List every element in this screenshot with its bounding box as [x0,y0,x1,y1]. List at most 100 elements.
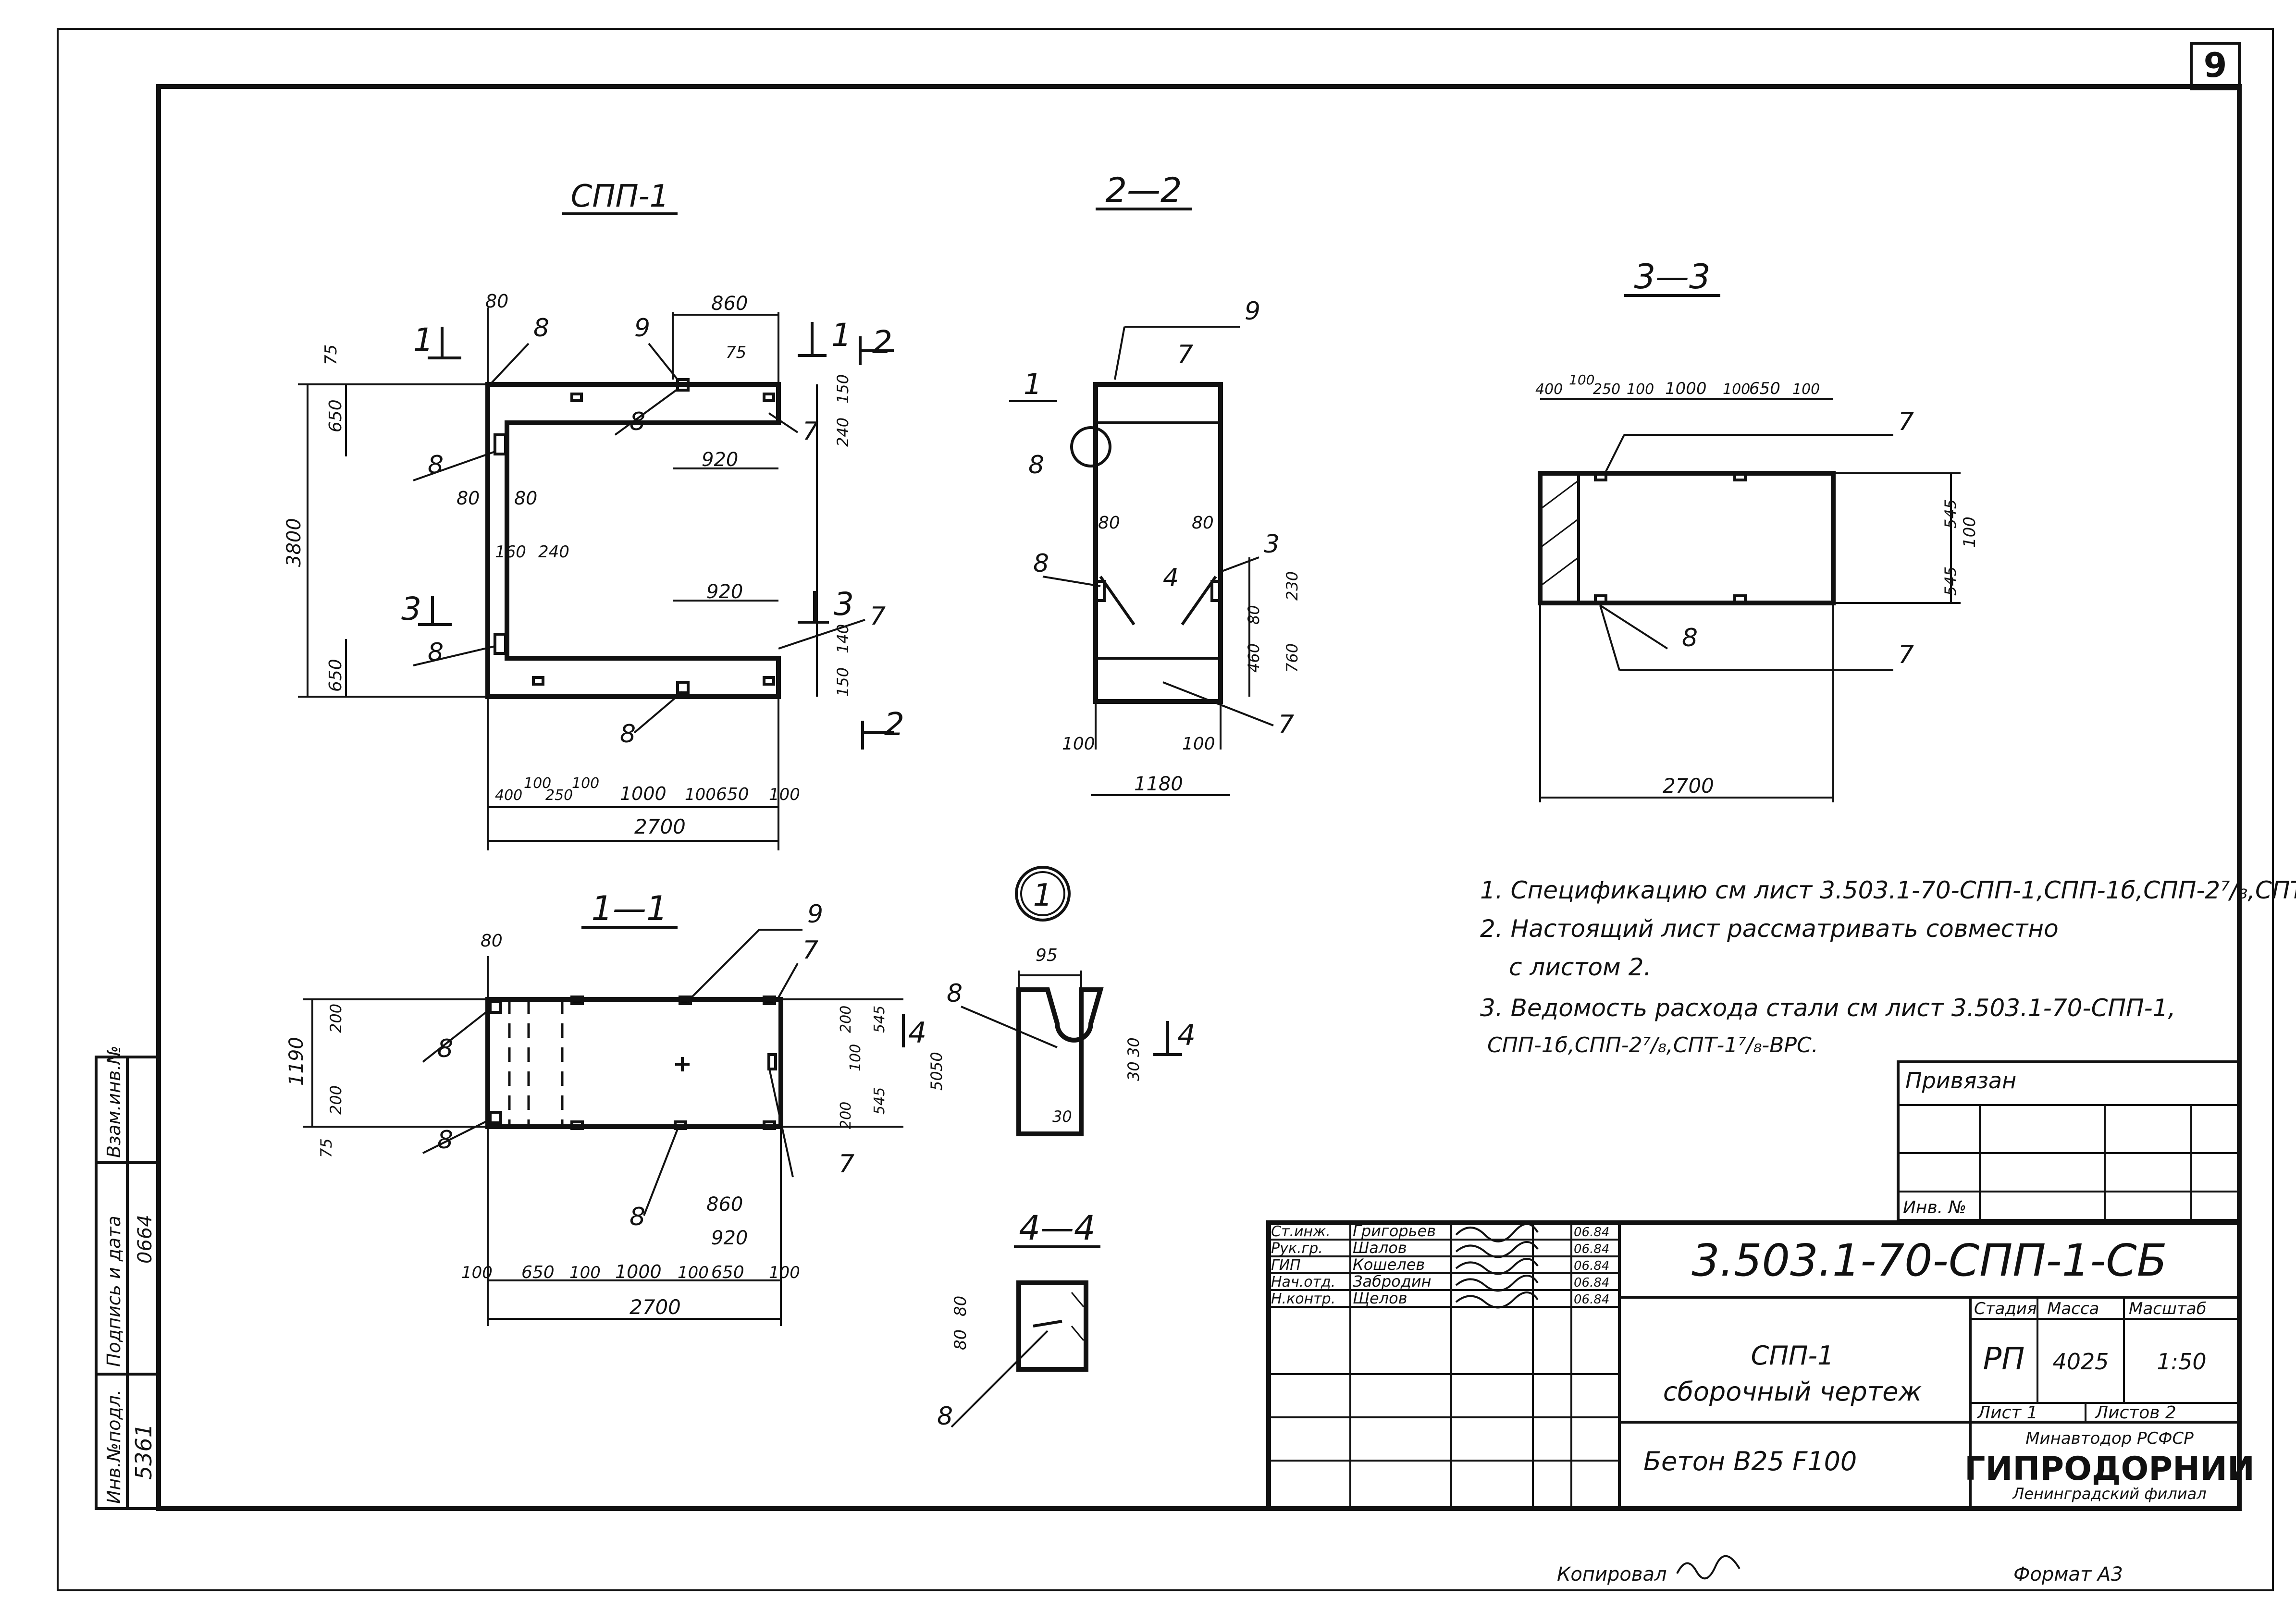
sec11-dim-b100c: 100 [678,1263,709,1282]
sec11-dim-545a: 545 [871,1006,888,1033]
sec22-dim-1180: 1180 [1134,773,1183,795]
spp1-dim-left-650: 650 [326,399,346,432]
privyazan-box: Привязан Инв. № [1897,1060,2241,1222]
spp1-dim-left-75: 75 [321,344,341,365]
spp1-dim-920b: 920 [706,581,743,603]
sec11-dim-860: 860 [706,1193,743,1216]
document-name-2: сборочный чертеж [1663,1377,1922,1407]
spp1-dim-left-650b: 650 [326,659,346,692]
sec33-title: 3—3 [1634,257,1710,296]
view-section-3-3: 3—3 400 100 250 100 1000 100 650 100 7 5… [1535,257,1979,802]
sec22-dim-80a: 80 [1098,513,1120,533]
sec11-dim-b100a: 100 [461,1263,493,1282]
sheet-number-box [2190,42,2241,90]
scale-label: Масштаб [2129,1299,2207,1318]
footer-format: Формат А3 [2013,1563,2123,1586]
privyazan-label: Привязан [1905,1068,2016,1094]
sec44-dim-80a: 80 [951,1296,970,1316]
staff-date-4: 06.84 [1574,1292,1609,1307]
sec22-callout-8b: 8 [1033,549,1049,578]
document-code: 3.503.1-70-СПП-1-СБ [1691,1235,2167,1286]
staff-role-0: Ст.инж. [1271,1223,1331,1240]
note-2b: с листом 2. [1509,953,1651,981]
sec33-dim-100c: 100 [1723,381,1750,398]
org-ministry: Минавтодор РСФСР [2025,1429,2194,1448]
spp1-section-2-bottom: 2 [884,706,904,743]
staff-role-4: Н.контр. [1271,1291,1335,1307]
material: Бетон В25 F100 [1643,1446,1857,1476]
staff-name-2: Кошелев [1353,1255,1425,1274]
sec22-dim-760: 760 [1283,643,1301,673]
view-spp1: СПП-1 80 860 75 75 650 [283,179,904,850]
stage-value: РП [1983,1341,2025,1377]
sheets-label: Листов 2 [2094,1403,2176,1423]
sec11-dim-75: 75 [317,1138,335,1158]
stamp-label-inv: Инв.№подл. [103,1389,124,1504]
spp1-dim-80a: 80 [457,488,480,509]
sec22-dim-80c: 80 [1245,605,1263,625]
footer-copied: Копировал [1557,1563,1667,1586]
spp1-dim-top-860: 860 [711,293,748,315]
spp1-callout-9: 9 [634,314,650,343]
node1-dim-30b: 30 [1124,1037,1143,1057]
org-name: ГИПРОДОРНИИ [1964,1450,2255,1488]
staff-date-1: 06.84 [1574,1242,1609,1256]
sec44-dim-80b: 80 [951,1329,970,1350]
spp1-dim-bottom-100c: 100 [685,785,716,804]
staff-date-3: 06.84 [1574,1276,1609,1290]
spp1-callout-8e: 8 [620,720,636,749]
staff-name-3: Забродин [1353,1272,1432,1291]
sec33-dim-650: 650 [1749,379,1780,398]
title-block: Ст.инж. Григорьев 06.84 Рук.гр. Шалов 06… [1266,1220,2255,1511]
staff-date-2: 06.84 [1574,1259,1609,1273]
spp1-dim-bottom-400: 400 [495,787,522,804]
sec22-dim-230: 230 [1283,571,1301,601]
spp1-section-2-top: 2 [872,324,892,361]
sec22-callout-7b: 7 [1278,710,1294,739]
sec22-callout-7: 7 [1177,340,1193,369]
sec11-dim-920: 920 [711,1227,748,1249]
view-section-2-2: 2—2 9 7 1 8 80 80 3 8 4 230 460 80 760 7… [1009,171,1301,796]
staff-role-2: ГИП [1271,1257,1301,1274]
stamp-value-inv: 5361 [131,1424,157,1480]
sec33-dim-1000: 1000 [1665,379,1707,398]
sec44-title: 4—4 [1019,1208,1095,1248]
spp1-dim-bottom-250: 250 [545,787,573,804]
spp1-dim-bottom-100a: 100 [524,775,551,792]
view-section-1-1: 1—1 80 1190 200 200 75 200 545 100 [285,889,926,1326]
inner-frame [156,84,2242,1511]
sec22-dim-100b: 100 [1182,734,1215,754]
stage-label: Стадия [1974,1299,2037,1318]
spp1-section-3-left: 3 [401,590,421,627]
staff-name-0: Григорьев [1353,1222,1436,1240]
sec11-dim-200b: 200 [327,1085,345,1115]
spp1-dim-920: 920 [702,449,738,471]
node1-dim-50b: 50 [927,1071,946,1091]
left-stamp: Инв.№подл. Подпись и дата Взам.инв.№ 536… [95,1045,160,1510]
sec11-dim-80: 80 [481,931,503,951]
spp1-dim-bottom-100b: 100 [572,775,599,792]
sec22-dim-100a: 100 [1062,734,1095,754]
sec11-dim-1190: 1190 [285,1037,308,1086]
sec11-section-4: 4 [908,1016,926,1050]
mass-label: Масса [2047,1299,2099,1318]
sec11-callout-7a: 7 [802,936,818,965]
node1-dim-30a: 30 [1124,1061,1143,1081]
note-2: 2. Настоящий лист рассматривать совместн… [1480,915,2059,943]
sec22-callout-1: 1 [1024,368,1042,401]
staff-date-0: 06.84 [1574,1225,1609,1240]
sec11-callout-8c: 8 [630,1203,645,1231]
view-section-4-4: 4—4 80 80 8 [937,1208,1100,1431]
sec11-dim-200a: 200 [327,1004,345,1033]
sec11-dim-b100b: 100 [569,1263,601,1282]
sec11-dim-100: 100 [847,1044,864,1071]
spp1-callout-8a: 8 [533,314,549,343]
sec33-dim-100a: 100 [1569,372,1594,388]
sec33-dim-250: 250 [1593,381,1620,398]
node1-title: 1 [1033,878,1053,913]
view-node-1: 1 95 8 50 50 30 30 30 4 [927,866,1196,1136]
sec22-dim-80b: 80 [1192,513,1214,533]
spp1-dim-240: 240 [834,418,852,447]
spp1-dim-240b: 240 [538,542,569,562]
